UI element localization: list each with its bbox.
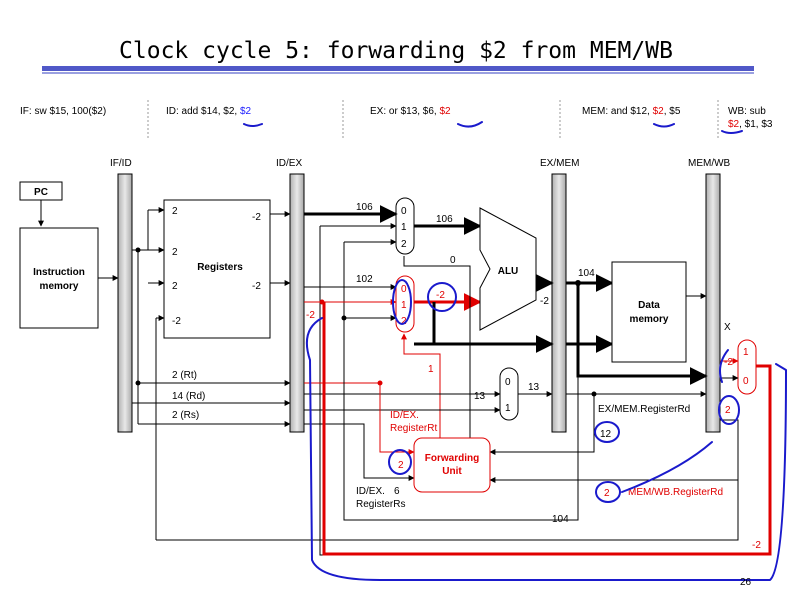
- memwb-regrd-label: MEM/WB.RegisterRd: [628, 487, 723, 498]
- svg-text:1: 1: [401, 300, 407, 311]
- svg-text:0: 0: [743, 376, 749, 387]
- svg-text:2: 2: [401, 239, 407, 250]
- idex-rs-label-2: RegisterRs: [356, 499, 405, 510]
- imem-label-1: Instruction: [33, 267, 85, 278]
- alu-label: ALU: [498, 266, 519, 277]
- alu-result-value: 104: [578, 268, 595, 279]
- memwb-rd-value: 2: [725, 405, 731, 416]
- instruction-memory: [19, 227, 99, 329]
- write-reg-value: 2: [172, 281, 178, 292]
- dest-mux-out-value: 13: [528, 382, 540, 393]
- imem-label-2: memory: [40, 281, 79, 292]
- field-rd: 14 (Rd): [172, 391, 205, 402]
- alu-in-a-value: 106: [436, 214, 453, 225]
- stage-wb-line2: $2, $1, $3: [728, 119, 773, 130]
- slide-number: 26: [740, 577, 752, 588]
- forward-b-value: 1: [428, 364, 434, 375]
- bottom-104-value: 104: [552, 514, 569, 525]
- register-file: [163, 199, 271, 339]
- exmem-regrd-label: EX/MEM.RegisterRd: [598, 404, 690, 415]
- idex-label: ID/EX: [276, 158, 302, 169]
- dmem-label-1: Data: [638, 300, 660, 311]
- idex-register: [289, 173, 305, 433]
- fwd-label-1: Forwarding: [425, 453, 479, 464]
- dmem-label-2: memory: [630, 314, 669, 325]
- mux-b-in1-value: 102: [356, 274, 373, 285]
- slide-title: Clock cycle 5: forwarding $2 from MEM/WB: [119, 38, 673, 64]
- register-file-label: Registers: [197, 262, 243, 273]
- stage-id: ID: add $14, $2, $2: [166, 106, 252, 117]
- read-data-1-value: -2: [252, 212, 261, 223]
- svg-text:0: 0: [505, 377, 511, 388]
- bottom-neg2-value: -2: [752, 540, 761, 551]
- svg-text:0: 0: [401, 206, 407, 217]
- forward-a-value: 0: [450, 255, 456, 266]
- alu-in-b-value: -2: [436, 290, 445, 301]
- wb-x-value: X: [724, 322, 731, 333]
- alu-neg2-value: -2: [540, 296, 549, 307]
- idex-rt-label-2: RegisterRt: [390, 423, 437, 434]
- idex-rs-value: 6: [394, 486, 400, 497]
- read-data-2-value: -2: [252, 281, 261, 292]
- svg-text:1: 1: [505, 403, 511, 414]
- field-rs: 2 (Rs): [172, 410, 199, 421]
- idex-rs-label-1: ID/EX.: [356, 486, 385, 497]
- memwb-rd-fwd-value: 2: [604, 488, 610, 499]
- read-reg-2-value: 2: [172, 247, 178, 258]
- stage-mem: MEM: and $12, $2, $5: [582, 106, 681, 117]
- pc-label: PC: [34, 187, 48, 198]
- dest-mux-a-value: 13: [474, 391, 486, 402]
- write-data-value: -2: [172, 316, 181, 327]
- alu: [479, 207, 537, 331]
- ifid-label: IF/ID: [110, 158, 132, 169]
- svg-text:1: 1: [401, 222, 407, 233]
- stage-wb-line1: WB: sub: [728, 106, 766, 117]
- idex-reg-out-value: -2: [306, 310, 315, 321]
- idex-rt-value: 2: [398, 460, 404, 471]
- wb-value: -2: [724, 357, 733, 368]
- memwb-register: [705, 173, 721, 433]
- title-underline: [42, 66, 754, 71]
- exmem-label: EX/MEM: [540, 158, 579, 169]
- annotation-ink: [243, 121, 787, 581]
- data-memory: [611, 261, 687, 363]
- svg-text:2: 2: [401, 316, 407, 327]
- stage-if: IF: sw $15, 100($2): [20, 106, 106, 117]
- exmem-rd-value: 12: [600, 429, 612, 440]
- fwd-label-2: Unit: [442, 466, 462, 477]
- memwb-label: MEM/WB: [688, 158, 731, 169]
- exmem-register: [551, 173, 567, 433]
- mux-a-in0-value: 106: [356, 202, 373, 213]
- field-rt: 2 (Rt): [172, 370, 197, 381]
- stage-ex: EX: or $13, $6, $2: [370, 106, 451, 117]
- read-reg-1-value: 2: [172, 206, 178, 217]
- forwarding-unit: [413, 437, 491, 493]
- ifid-register: [117, 173, 133, 433]
- idex-rt-label-1: ID/EX.: [390, 410, 419, 421]
- svg-text:0: 0: [401, 284, 407, 295]
- svg-text:1: 1: [743, 347, 749, 358]
